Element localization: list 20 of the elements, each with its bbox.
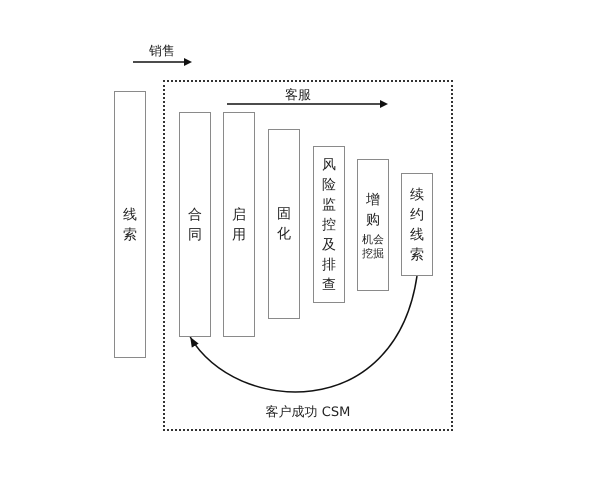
stage-label: 风险监控及排查	[322, 156, 336, 294]
stage-box	[357, 159, 389, 291]
stage-box	[179, 112, 211, 337]
stage-label: 启用	[232, 206, 246, 244]
stage-note: 机会挖掘	[361, 232, 385, 260]
stage-box	[313, 146, 345, 303]
dotted-region	[163, 80, 453, 431]
stage-box	[114, 91, 146, 358]
direction-label: 客服	[285, 88, 311, 104]
stage-label: 增购	[366, 190, 380, 230]
stage-label: 合同	[188, 206, 202, 244]
stage-label: 线索	[122, 206, 138, 244]
stage-box	[268, 129, 300, 319]
direction-label: 销售	[149, 44, 175, 60]
stage-box	[223, 112, 255, 337]
curved-arrow	[190, 276, 418, 392]
stage-box	[401, 173, 433, 276]
stage-label: 续约线索	[410, 186, 424, 264]
region-label: 客户成功 CSM	[266, 405, 350, 421]
stage-label: 固化	[276, 205, 292, 244]
